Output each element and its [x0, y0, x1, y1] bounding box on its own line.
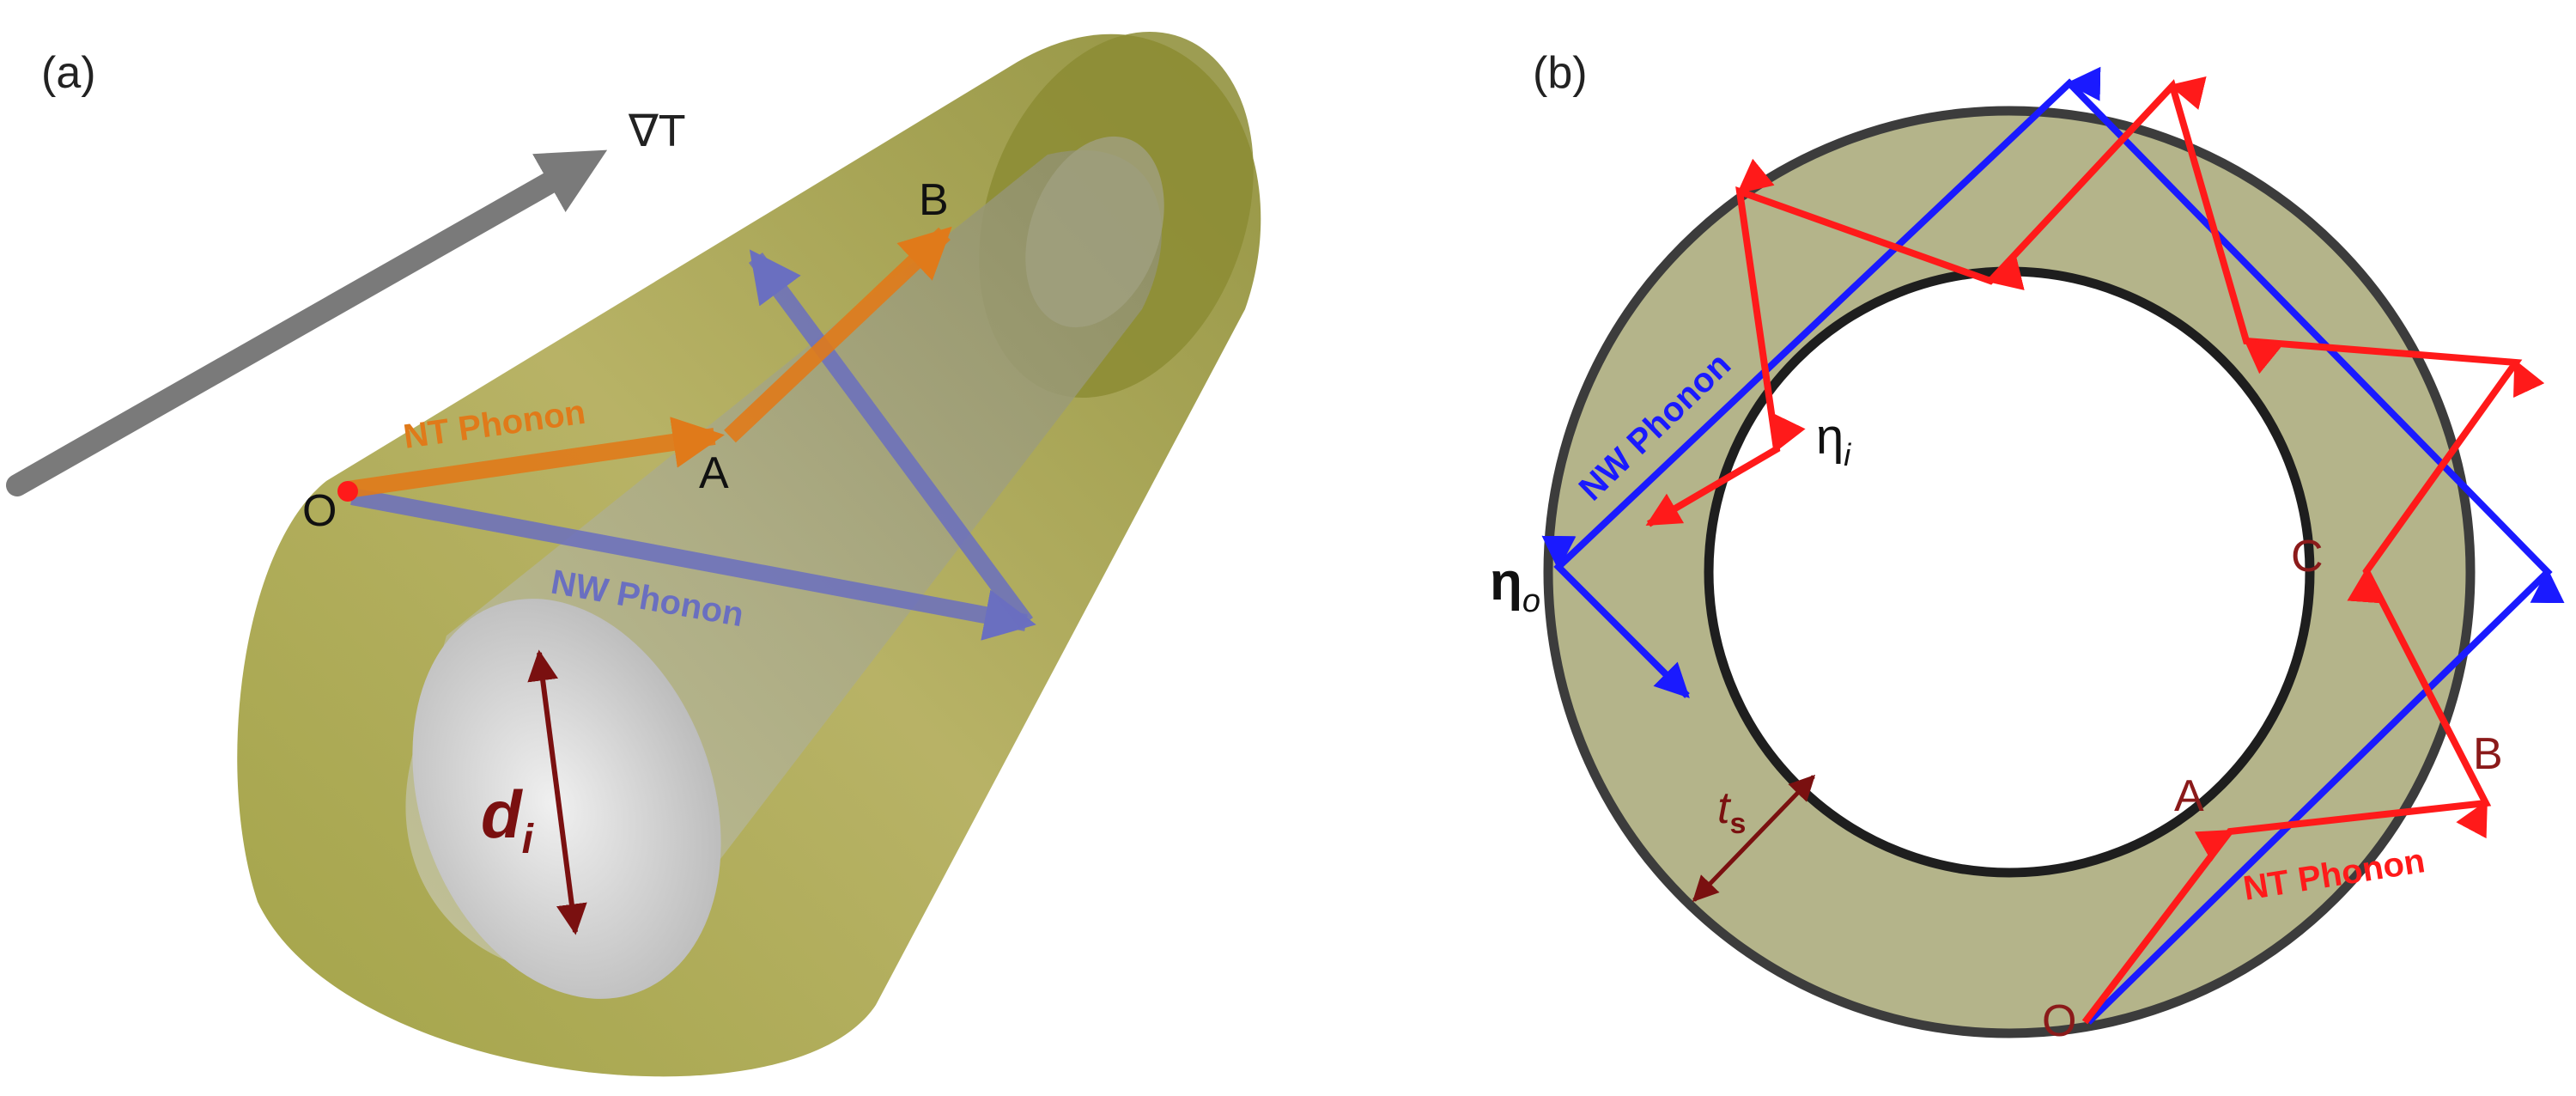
eta-outer-label: ηo	[1490, 552, 1540, 619]
point-o-label-a: O	[302, 486, 337, 536]
inner-boundary	[1704, 266, 2315, 878]
eta-inner-label: ηi	[1816, 409, 1851, 472]
shell-thickness-dimension: ts	[1692, 774, 1816, 903]
temperature-gradient-arrow: ∇T	[6, 107, 686, 496]
panel-a: (a) ∇T O A B NT Phonon NW Phonon	[6, 31, 1261, 1077]
inner-diameter-dimension: di	[481, 649, 587, 935]
nw-phonon-path-a	[350, 249, 1036, 641]
point-b-label-a: B	[919, 175, 949, 225]
point-a-label-b: A	[2174, 771, 2204, 821]
inner-diameter-label: di	[481, 776, 535, 862]
point-b-label-b: B	[2473, 729, 2503, 779]
shell-thickness-label: ts	[1717, 783, 1746, 840]
panel-b: (b) ts O A B C NT Phonon NW Phonon ηi ηo	[1490, 48, 2565, 1046]
nt-phonon-path-a	[346, 226, 952, 498]
nanotube-inner-far-end	[1025, 136, 1164, 328]
nt-phonon-path-b	[1645, 76, 2545, 1025]
temperature-gradient-label: ∇T	[628, 107, 686, 156]
panel-a-label: (a)	[41, 48, 96, 98]
point-c-label-b: C	[2291, 532, 2324, 581]
point-o-label-b: O	[2042, 996, 2076, 1046]
point-a-label-a: A	[699, 448, 729, 498]
panel-b-label: (b)	[1533, 48, 1588, 98]
nanotube-3d	[237, 31, 1261, 1077]
phonon-origin-dot	[337, 481, 358, 502]
